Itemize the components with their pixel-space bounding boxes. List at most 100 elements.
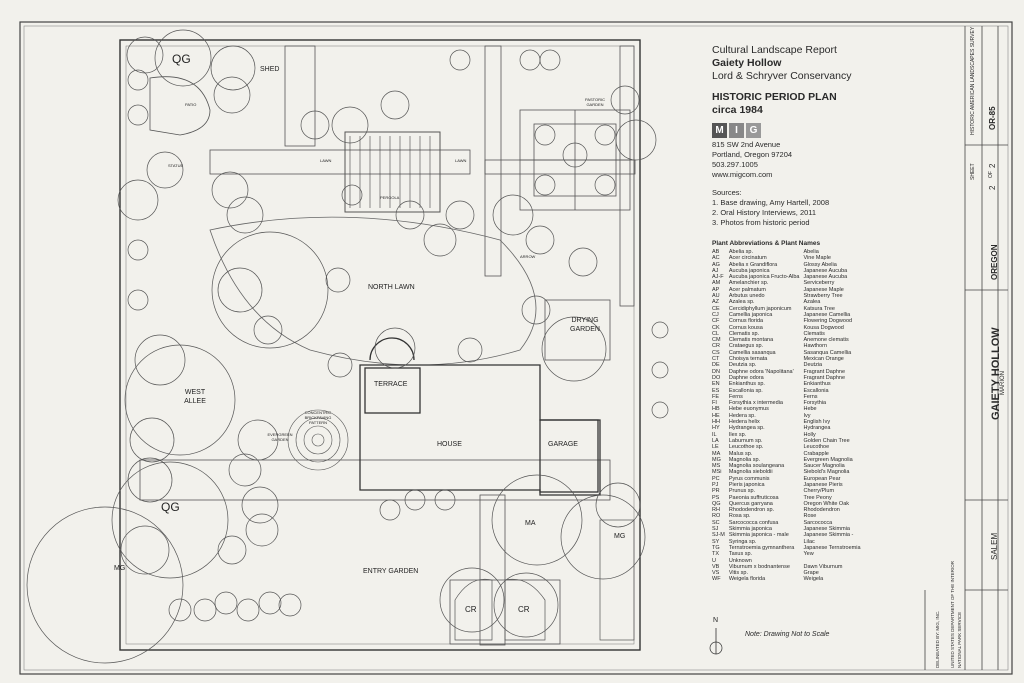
north-arrow	[709, 628, 723, 655]
tb-city: SALEM	[990, 532, 999, 560]
plant-common: Hydrangea	[803, 425, 831, 432]
plant-latin: Taxus sp.	[728, 551, 753, 558]
plant-common: European Pear	[803, 475, 841, 482]
plant-common: Escallonia	[803, 387, 829, 394]
plant-code: SJ	[712, 526, 719, 533]
plant-common: Hawthorn	[803, 343, 828, 350]
conservancy: Lord & Schryver Conservancy	[712, 70, 852, 82]
plant-code: DE	[712, 362, 720, 369]
plant-common: Flowering Dogwood	[803, 318, 853, 325]
tree-canopies	[26, 29, 669, 664]
plant-code: HH	[712, 419, 720, 426]
plant-common: Fragrant Daphne	[803, 374, 846, 381]
plant-code: HY	[712, 425, 720, 432]
plant-common: English Ivy	[803, 419, 831, 426]
plant-latin: Magnolia sieboldii	[728, 469, 773, 476]
plant-latin: Camellia sasanqua	[728, 349, 776, 356]
label-shed: SHED	[260, 66, 280, 73]
plant-latin: Ferns	[728, 393, 743, 400]
plant-latin: Magnolia sp.	[728, 456, 761, 463]
plant-code: AB	[712, 249, 720, 255]
plant-latin: Cercidiphyllum japonicum	[728, 305, 792, 312]
plant-common: Japanese Ternstroemia	[803, 544, 861, 551]
plant-common: Japanese Camellia	[803, 311, 851, 318]
plant-common: Abelia	[803, 249, 819, 255]
label-mg-right: MG	[614, 533, 626, 540]
house-footprint	[359, 337, 601, 496]
plant-latin: Vitis sp.	[728, 570, 748, 577]
plant-common: Grape	[803, 570, 819, 577]
label-patio: PATIO	[185, 102, 197, 107]
plant-common: Vine Maple	[803, 255, 831, 262]
plant-code: CJ	[712, 311, 719, 318]
plant-code: FI	[712, 400, 717, 407]
plant-common: Japanese Aucuba	[803, 274, 848, 281]
plant-common: Fragrant Daphne	[803, 368, 846, 375]
plant-common: Glossy Abelia	[803, 261, 837, 268]
plant-common: Siebold's Magnolia	[803, 469, 850, 476]
plant-latin: Skimmia japonica	[728, 526, 772, 533]
plant-latin: Arbutus unedo	[728, 293, 765, 300]
plant-code: WF	[712, 576, 721, 583]
plant-latin: Amelanchier sp.	[728, 280, 769, 287]
plant-common: Cherry/Plum	[803, 488, 835, 495]
plant-latin: Aucuba japonica Fructo-Alba	[728, 274, 800, 281]
plant-code: CR	[712, 343, 720, 350]
label-entry-garden: ENTRY GARDEN	[363, 568, 419, 575]
plant-code: AP	[712, 286, 720, 293]
label-garage: GARAGE	[548, 441, 578, 448]
plant-code: AJ-F	[712, 274, 724, 281]
label-qg-bottom: QG	[161, 500, 180, 514]
plant-common: Japanese Maple	[803, 286, 844, 293]
label-mg-left: MG	[114, 565, 126, 572]
label-lawn-1: LAWN	[320, 158, 332, 163]
concentric-paving	[287, 409, 349, 471]
plant-code: MS	[712, 463, 721, 470]
plant-code: MSi	[712, 469, 722, 476]
plant-common: Rose	[803, 513, 817, 520]
label-cr-left: CR	[465, 605, 477, 614]
label-statue: STATUE	[168, 163, 184, 168]
plant-common: Enkianthus	[803, 381, 831, 388]
plant-latin: Clematis sp.	[728, 330, 760, 337]
plant-common: Strawberry Tree	[803, 293, 843, 300]
label-qg-top: QG	[172, 52, 191, 66]
report-type: Cultural Landscape Report	[712, 44, 837, 56]
plant-common: Sasanqua Camellia	[803, 349, 852, 356]
tb-sheet-label: SHEET	[970, 163, 976, 180]
label-pastoric-garden: PASTORIC GARDEN	[584, 97, 606, 107]
tb-county: MARION	[1000, 371, 1006, 395]
plant-common: Forsythia	[803, 400, 827, 407]
plant-latin: Sarcococca confusa	[728, 519, 779, 526]
plant-code: PJ	[712, 481, 719, 488]
label-west-allee: WEST ALLEE	[184, 389, 206, 405]
label-concentric-paving: CONCENTRIC BRICKPAVING PATTERN	[304, 410, 332, 425]
plant-latin: Ternstroemia gymnanthera	[728, 544, 795, 551]
plant-common: Dawn Viburnum	[803, 563, 843, 570]
tb-survey-no: OR-85	[988, 106, 997, 130]
plant-code: TG	[712, 544, 720, 551]
plant-code: CE	[712, 305, 720, 312]
plant-latin: Leucothoe sp.	[728, 444, 764, 451]
plant-code: AM	[712, 280, 721, 287]
